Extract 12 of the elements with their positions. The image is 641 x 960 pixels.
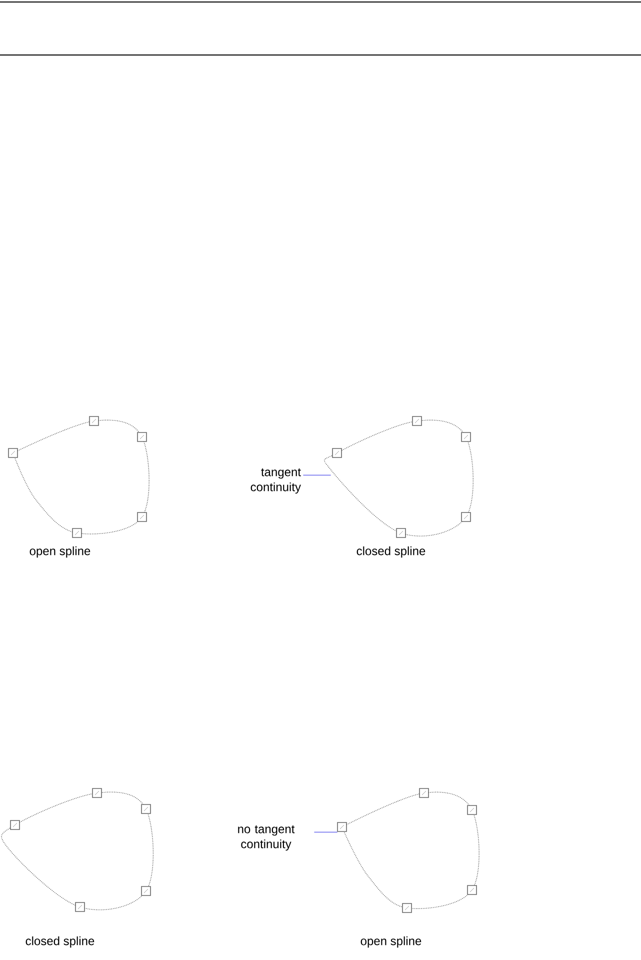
leader-line [302,474,332,476]
spline-drawing [324,416,474,538]
node-label: closed spline [356,546,426,558]
leader-line [314,832,338,833]
spline-drawing [337,788,480,913]
node-label: open spline [360,936,422,948]
spline-drawing [8,416,150,538]
leader-label: tangent continuity [250,468,301,494]
node-label: closed spline [26,936,94,948]
spline-drawing [1,788,154,912]
leader-label: no tangent continuity [238,825,295,851]
node-label: open spline [30,546,90,558]
